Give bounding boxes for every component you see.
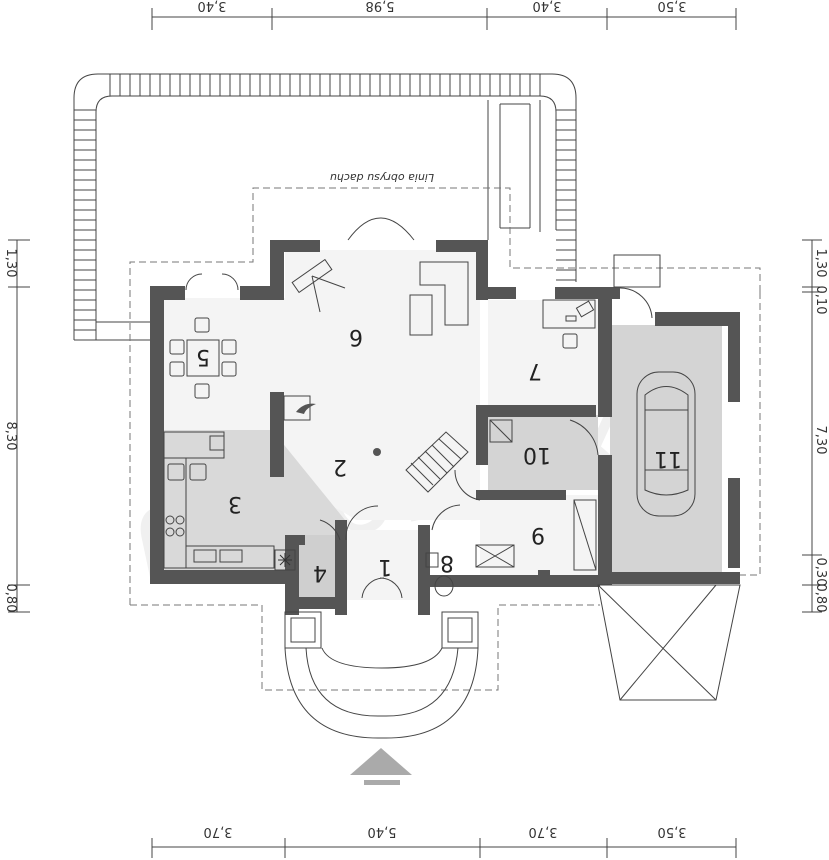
boiler-fan-icon	[274, 549, 296, 571]
room-7-label: 7	[528, 358, 542, 383]
right-dim-4: 0,30	[813, 558, 828, 587]
left-dim-2: 8,30	[3, 422, 18, 451]
entrance-porch	[284, 611, 479, 739]
laundry-fixtures	[475, 499, 597, 582]
top-dim-2: 5,98	[366, 0, 395, 13]
pergola-slats	[74, 74, 576, 341]
walls	[150, 240, 740, 615]
bottom-dim-1: 3,70	[204, 824, 233, 839]
left-dim-3: 0,80	[3, 584, 18, 613]
right-dimension-line	[802, 239, 822, 613]
bottom-dim-2: 5,40	[368, 824, 397, 839]
left-dim-1: 1,30	[3, 249, 18, 278]
right-dim-1: 1,30	[813, 249, 828, 278]
bottom-dim-3: 3,70	[529, 824, 558, 839]
top-dim-1: 3,40	[198, 0, 227, 13]
right-dim-3: 7,30	[813, 426, 828, 455]
entrance-arrow-icon	[350, 748, 412, 785]
desk	[542, 299, 596, 349]
door-swings	[185, 254, 661, 599]
terrace-pergola	[73, 73, 577, 341]
toilet	[425, 552, 454, 597]
right-dim-2: 0,10	[813, 286, 828, 315]
car-icon	[636, 371, 696, 517]
top-bay-window	[347, 217, 415, 241]
right-dim-5: 0,80	[813, 584, 828, 613]
room-1-label: 1	[378, 554, 392, 579]
stairs	[373, 431, 469, 493]
room-11-label: 11	[654, 446, 682, 471]
room-3-label: 3	[228, 491, 242, 516]
top-dimension-line	[151, 8, 737, 30]
room-9-label: 9	[531, 522, 545, 547]
boiler-unit	[489, 419, 513, 443]
dining-table	[169, 317, 237, 399]
top-dim-3: 3,40	[533, 0, 562, 13]
tv-unit	[291, 258, 346, 313]
room-6-label: 6	[349, 324, 363, 349]
roof-outline-label: Linia obrysu dachu	[330, 171, 434, 184]
top-dim-4: 3,50	[658, 0, 687, 13]
room-2-label: 2	[333, 454, 347, 479]
floor-fills	[162, 250, 722, 600]
left-dimension-line	[8, 239, 30, 613]
kitchen-counter	[163, 431, 275, 569]
room-4-label: 4	[313, 560, 327, 585]
driveway	[597, 584, 741, 701]
bottom-dim-4: 3,50	[658, 824, 687, 839]
bottom-dimension-line	[151, 838, 737, 858]
room-5-label: 5	[196, 344, 210, 369]
room-8-label: 8	[440, 550, 454, 575]
fireplace-icon	[283, 395, 316, 421]
sofa	[409, 261, 469, 336]
room-10-label: 10	[523, 442, 551, 467]
